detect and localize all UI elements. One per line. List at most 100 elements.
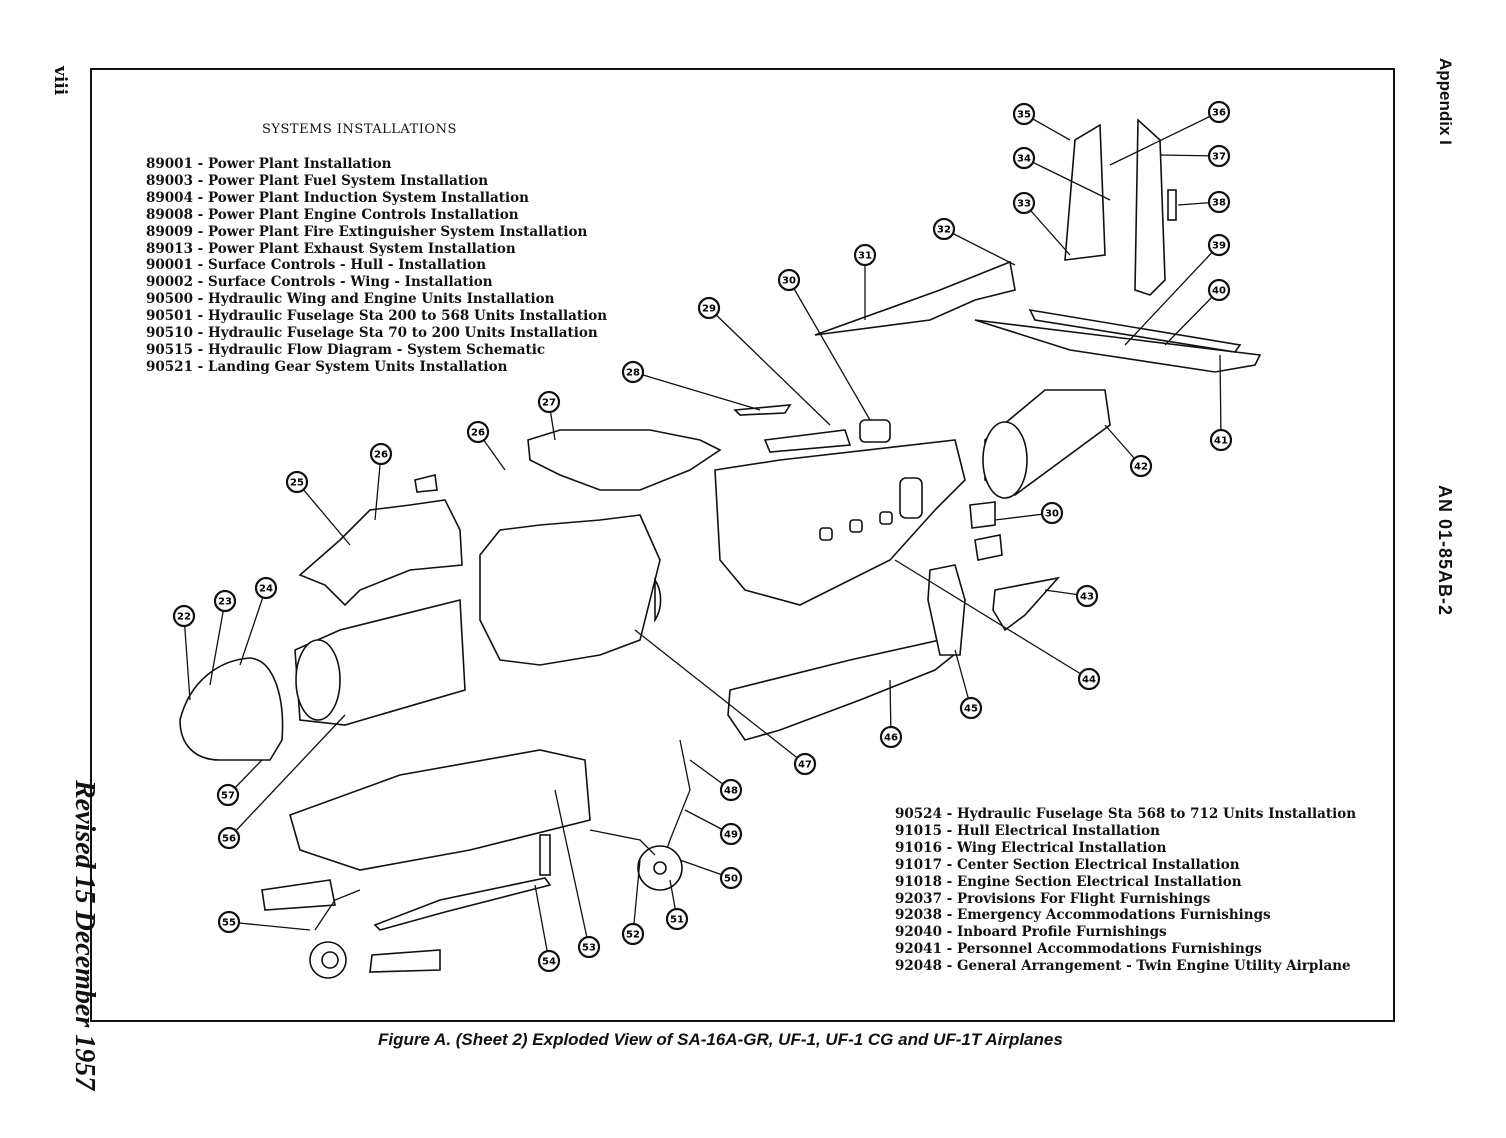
system-entry: 92040 - Inboard Profile Furnishings [895,924,1167,941]
callout-number: 57 [221,791,235,802]
callout-32: 32 [932,217,956,241]
callout-42: 42 [1129,454,1153,478]
callout-circle [665,907,689,931]
system-entry: 89008 - Power Plant Engine Controls Inst… [146,206,519,223]
callout-circle [217,826,241,850]
callout-circle [216,783,240,807]
callout-circle [1207,190,1231,214]
callout-circle [537,390,561,414]
callout-51: 51 [665,907,689,931]
callout-number: 32 [937,225,951,236]
top-hatch [763,429,852,453]
callout-45: 45 [959,696,983,720]
system-entry: 90001 - Surface Controls - Hull - Instal… [146,257,487,274]
callout-number: 30 [782,276,796,287]
callout-circle [254,576,278,600]
aircraft-parts [179,118,1262,979]
leader-line [708,307,831,426]
callout-number: 31 [858,251,872,262]
callout-circle [1207,278,1231,302]
leader-line [943,228,1016,266]
gear-door [369,949,441,973]
leader-line [1124,244,1220,346]
hull-window [849,519,863,533]
aft-step [927,564,966,656]
leader-line [634,629,806,765]
callout-circle [879,725,903,749]
system-entry: 89001 - Power Plant Installation [146,156,392,172]
callout-26: 26 [466,420,490,444]
callout-circle [719,822,743,846]
system-entry: 90002 - Surface Controls - Wing - Instal… [146,274,493,291]
callout-circle [1077,667,1101,691]
leader-line [632,371,761,411]
callout-35: 35 [1012,102,1036,126]
vertical-fin [1064,123,1106,261]
callout-number: 40 [1212,286,1226,297]
system-entry: 90500 - Hydraulic Wing and Engine Units … [146,291,555,308]
callout-circle [1040,501,1064,525]
bottom-hull-aft [727,639,962,741]
callout-circle [1207,233,1231,257]
callout-circle [1209,428,1233,452]
callout-34: 34 [1012,146,1036,170]
callout-number: 38 [1212,198,1226,209]
cockpit-hatch [414,474,438,493]
callout-number: 28 [626,368,640,379]
callout-circle [537,949,561,973]
callout-number: 22 [177,612,191,623]
leader-line [239,587,267,666]
callout-26: 26 [369,442,393,466]
system-entry: 91015 - Hull Electrical Installation [895,822,1160,839]
callout-38: 38 [1207,190,1231,214]
callout-28: 28 [621,360,645,384]
system-entry: 89013 - Power Plant Exhaust System Insta… [146,240,516,257]
system-entry: 91017 - Center Section Electrical Instal… [895,856,1240,873]
forward-bulkhead [295,639,341,721]
system-entry: 89004 - Power Plant Induction System Ins… [146,189,529,206]
callout-circle [621,360,645,384]
nose-wheel-door [261,879,336,911]
callout-22: 22 [172,604,196,628]
callout-number: 49 [724,830,738,841]
callout-number: 26 [471,428,485,439]
callout-number: 48 [724,786,738,797]
callout-circle [1012,102,1036,126]
callout-56: 56 [217,826,241,850]
callout-48: 48 [719,778,743,802]
callout-circle [1012,146,1036,170]
nose-gear-strut [314,889,361,931]
callout-40: 40 [1207,278,1231,302]
callout-number: 47 [798,760,812,771]
system-entry: 91018 - Engine Section Electrical Instal… [895,873,1242,890]
callout-57: 57 [216,783,240,807]
callout-number: 30 [1045,509,1059,520]
callout-number: 53 [582,943,596,954]
leader-line [296,481,351,546]
gear-brace [589,829,656,856]
callout-24: 24 [254,576,278,600]
callout-number: 43 [1080,592,1094,603]
callout-30: 30 [1040,501,1064,525]
callout-circle [777,268,801,292]
callout-number: 37 [1212,152,1226,163]
callout-circle [719,866,743,890]
callout-39: 39 [1207,233,1231,257]
systems-list-2: 90524 - Hydraulic Fuselage Sta 568 to 71… [895,806,1356,975]
nose-wheel-hub [321,951,339,969]
nose-bow [179,657,284,761]
callout-number: 39 [1212,241,1226,252]
leader-line [894,559,1090,680]
callout-52: 52 [621,922,645,946]
cockpit-section [298,499,463,607]
callout-43: 43 [1075,584,1099,608]
hull-window [879,511,893,525]
callout-circle [1075,584,1099,608]
callout-50: 50 [719,866,743,890]
callout-number: 54 [542,957,556,968]
callout-number: 23 [218,597,232,608]
keel-strip [373,877,552,931]
hull-blister [654,577,662,623]
callout-number: 29 [702,304,716,315]
